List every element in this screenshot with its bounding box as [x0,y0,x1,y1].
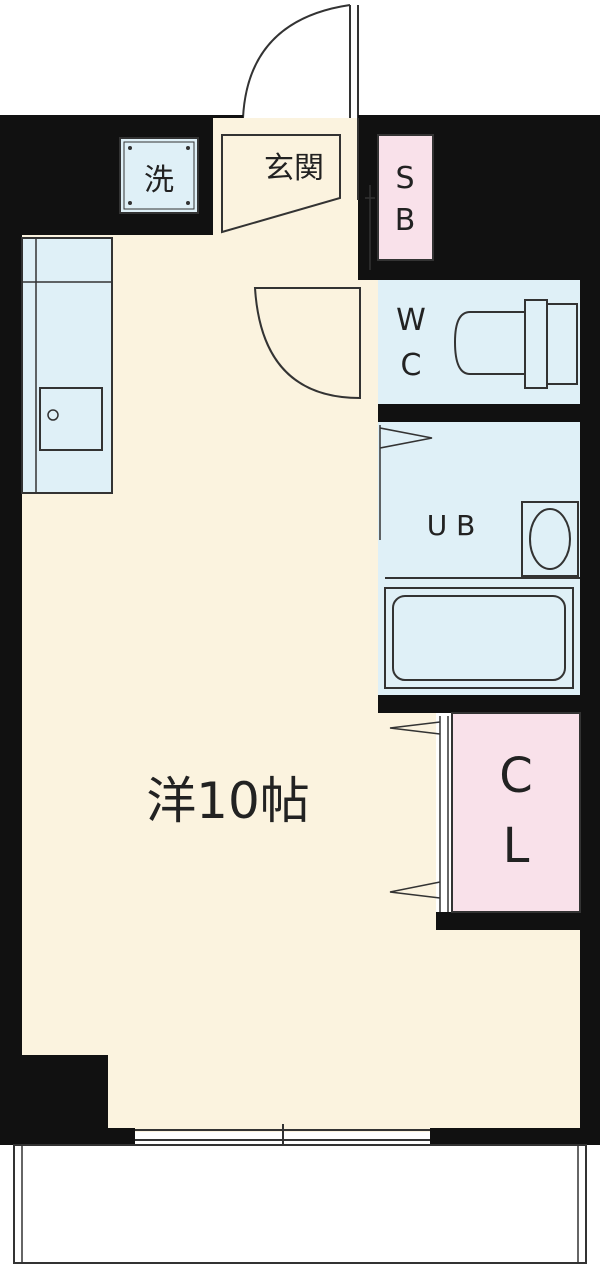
entrance-door-swing [242,4,359,119]
toilet-label-w: W [396,303,426,338]
main-room-floor [22,118,580,1132]
bath-door [379,425,433,540]
toilet-icon [453,299,578,389]
shoe-box-label-s: S [395,161,414,196]
wc-door-swing [253,287,361,400]
washer-label: 洗 [144,163,174,198]
closet [451,712,581,913]
kitchen-counter [21,237,113,494]
shoe-box-label-b: B [395,203,416,238]
washbasin-icon [521,501,579,577]
toilet-label-c: C [401,348,422,383]
entrance-label: 玄関 [264,151,324,186]
closet-label-l: L [503,818,530,874]
closet-door [389,716,449,912]
bath-label: U B [427,509,476,542]
washer-space [119,137,199,214]
main-room-label: 洋10帖 [146,772,310,830]
entrance-area [213,118,375,270]
bathtub-icon [384,587,574,689]
bath-room [378,422,580,695]
closet-label-c: C [499,748,533,804]
shoe-box [377,134,434,261]
balcony [13,1144,587,1264]
walls [0,115,600,1145]
